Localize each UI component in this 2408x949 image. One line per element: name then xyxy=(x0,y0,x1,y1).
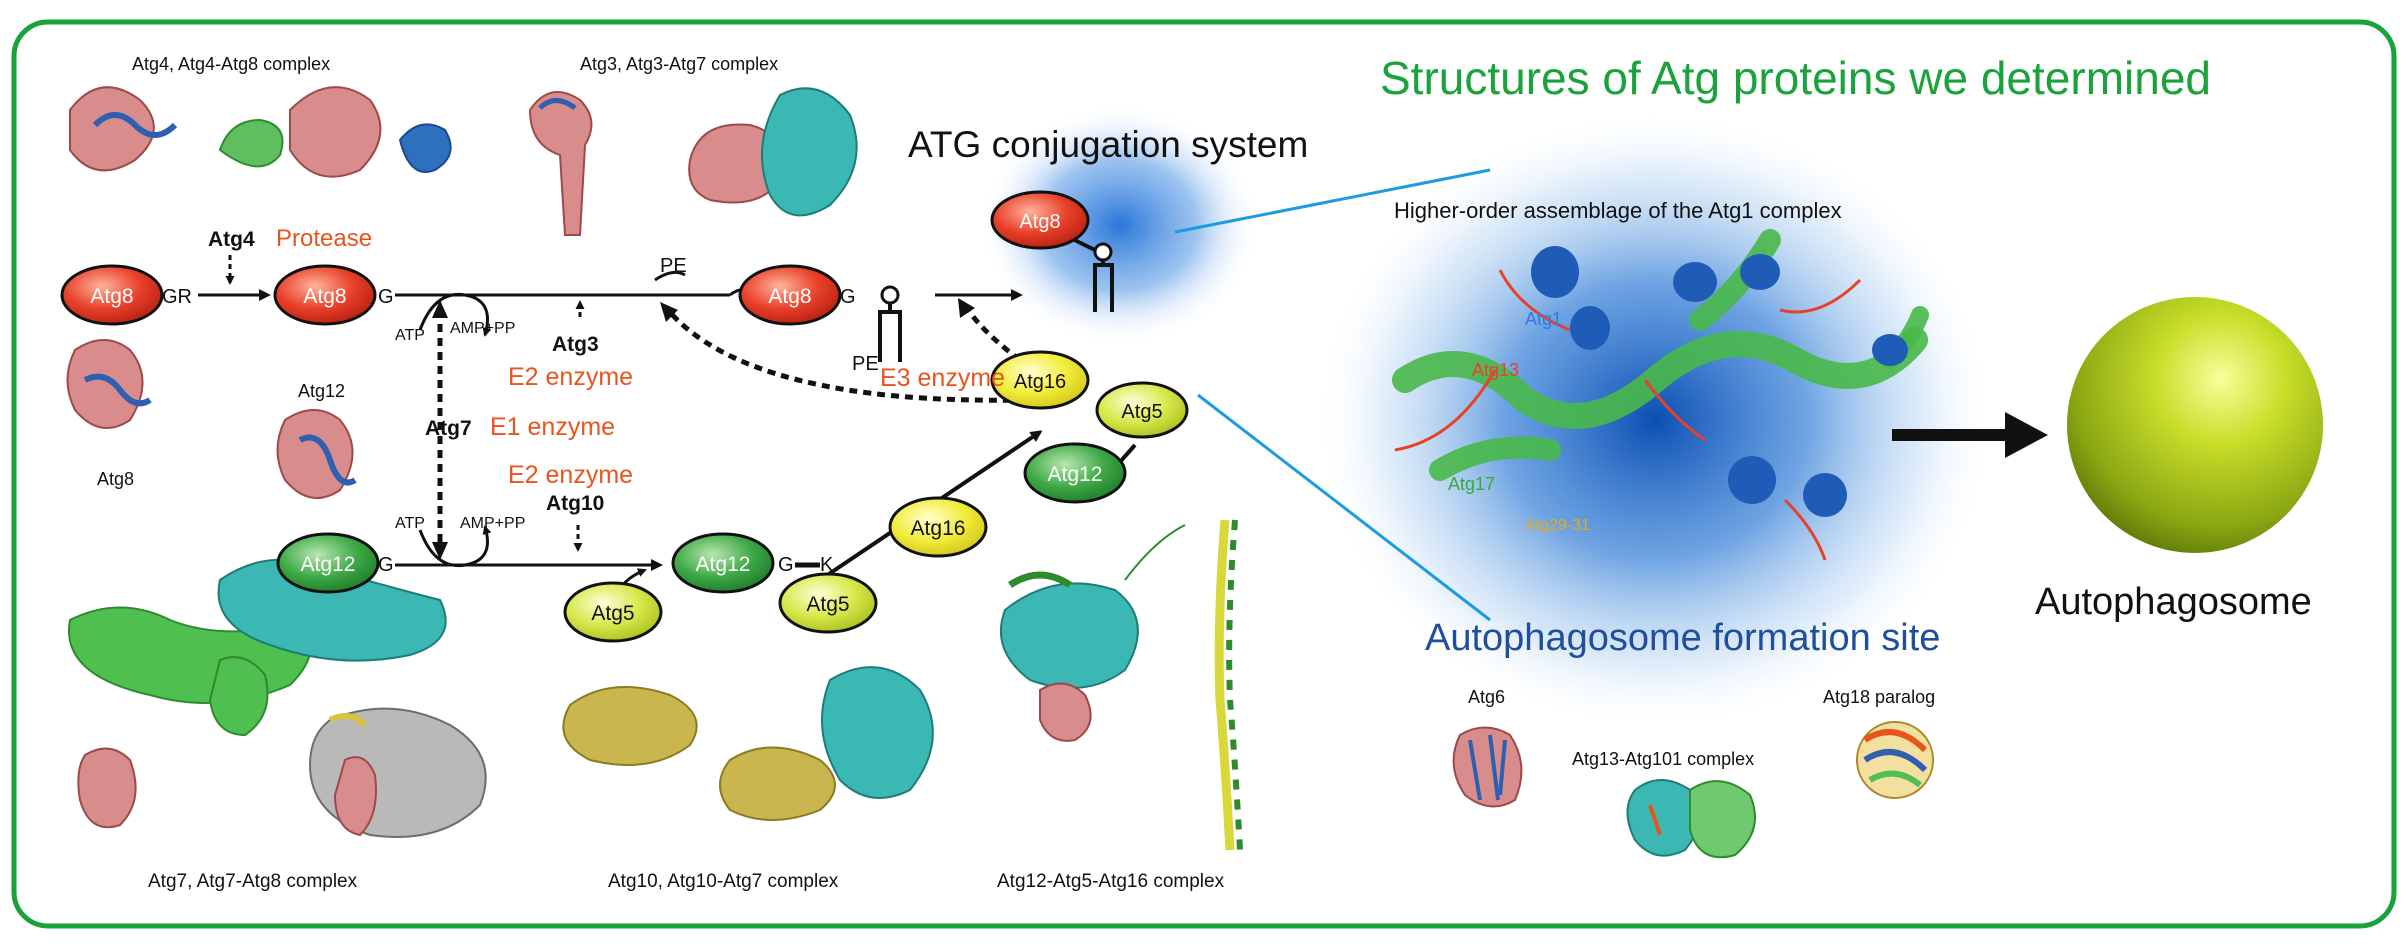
connector-line-upper xyxy=(1174,168,1491,234)
node-atg5-c: Atg5 xyxy=(1095,381,1189,439)
svg-text:Atg16: Atg16 xyxy=(911,517,966,540)
label-atg13: Atg13 xyxy=(1472,360,1519,380)
higher-order-title: Higher-order assemblage of the Atg1 comp… xyxy=(1394,198,1842,223)
structure-atg4 xyxy=(69,86,452,178)
label-amp-top: AMP+PP xyxy=(450,320,515,337)
enzyme-atg7: Atg7 xyxy=(425,417,472,440)
formation-site-label: Autophagosome formation site xyxy=(1425,617,1940,659)
node-atg5-b: Atg5 xyxy=(778,572,878,634)
atp-curl-top xyxy=(418,292,492,337)
conjugation-site-glow xyxy=(980,105,1260,345)
enzyme-protease: Protease xyxy=(276,225,372,252)
autophagosome-sphere xyxy=(2067,297,2323,553)
formation-site-glow xyxy=(1315,110,1995,730)
svg-text:Atg8: Atg8 xyxy=(1019,211,1060,233)
structure-atg6 xyxy=(1452,726,1523,808)
caption-atg4: Atg4, Atg4-Atg8 complex xyxy=(132,54,330,74)
conjugation-title: ATG conjugation system xyxy=(908,124,1308,165)
atp-curl-bottom xyxy=(418,525,492,568)
enzyme-e3: E3 enzyme xyxy=(880,364,1005,392)
svg-text:Atg12: Atg12 xyxy=(301,553,356,576)
e3-dashed-arrow-long xyxy=(666,308,1026,403)
caption-atg10: Atg10, Atg10-Atg7 complex xyxy=(608,871,839,892)
label-atg1: Atg1 xyxy=(1525,309,1562,329)
node-atg16-b: Atg16 xyxy=(990,350,1090,410)
node-atg5-a: Atg5 xyxy=(563,581,663,643)
node-atg12-c: Atg12 xyxy=(1023,442,1127,504)
node-atg8-a: Atg8 xyxy=(60,264,164,326)
caption-atg3: Atg3, Atg3-Atg7 complex xyxy=(580,54,778,74)
svg-text:Atg8: Atg8 xyxy=(768,285,811,308)
svg-text:Atg5: Atg5 xyxy=(1121,401,1162,423)
svg-text:Atg8: Atg8 xyxy=(303,285,346,308)
structure-atg18 xyxy=(1856,721,1934,799)
node-atg8-c: Atg8 xyxy=(738,264,842,326)
structure-atg7 xyxy=(68,558,487,838)
autophagosome-arrow-head xyxy=(2005,412,2048,458)
structure-atg3 xyxy=(528,87,858,236)
label-g3: G xyxy=(378,554,394,576)
caption-atg7: Atg7, Atg7-Atg8 complex xyxy=(148,871,358,892)
node-atg12-b: Atg12 xyxy=(671,532,775,594)
caption-atg18: Atg18 paralog xyxy=(1823,687,1935,707)
caption-atg13-101: Atg13-Atg101 complex xyxy=(1572,749,1754,769)
svg-text:Atg5: Atg5 xyxy=(806,593,849,616)
label-g4: G xyxy=(778,554,794,576)
label-g1: G xyxy=(378,286,394,308)
svg-text:Atg8: Atg8 xyxy=(90,285,133,308)
structure-atg13-101 xyxy=(1626,779,1756,859)
structure-atg12 xyxy=(276,409,357,499)
label-pe-bottom: PE xyxy=(852,353,879,375)
label-gr: GR xyxy=(162,286,192,308)
autophagosome-label: Autophagosome xyxy=(2035,581,2312,623)
label-atg29-31: Atg29-31 xyxy=(1525,517,1590,534)
caption-atg6: Atg6 xyxy=(1468,687,1505,707)
label-amp-bottom: AMP+PP xyxy=(460,515,525,532)
label-atp-bottom: ATP xyxy=(395,515,425,532)
svg-text:Atg12: Atg12 xyxy=(696,553,751,576)
svg-text:Atg12: Atg12 xyxy=(1048,463,1103,486)
structure-atg12-5-16 xyxy=(999,519,1243,851)
pe-anchor-left xyxy=(878,285,902,362)
node-atg8-b: Atg8 xyxy=(273,264,377,326)
main-title: Structures of Atg proteins we determined xyxy=(1380,52,2211,104)
caption-atg12-5-16: Atg12-Atg5-Atg16 complex xyxy=(997,871,1225,892)
svg-text:Atg5: Atg5 xyxy=(591,602,634,625)
structure-atg8 xyxy=(66,339,152,429)
node-atg12-a: Atg12 xyxy=(276,532,380,594)
caption-atg8: Atg8 xyxy=(97,469,134,489)
node-atg16-a: Atg16 xyxy=(888,496,988,558)
structure-atg10 xyxy=(562,666,934,821)
atg1-complex-assembly xyxy=(1392,229,1929,561)
caption-atg12: Atg12 xyxy=(298,381,345,401)
label-k: K xyxy=(820,554,834,576)
label-pe-top: PE xyxy=(660,255,687,277)
enzyme-e1: E1 enzyme xyxy=(490,413,615,441)
node-atg8-d: Atg8 xyxy=(990,190,1090,250)
svg-text:Atg16: Atg16 xyxy=(1014,371,1066,393)
enzyme-e2-a: E2 enzyme xyxy=(508,363,633,391)
enzyme-atg10: Atg10 xyxy=(546,492,604,515)
label-atg17: Atg17 xyxy=(1448,474,1495,494)
label-atp-top: ATP xyxy=(395,327,425,344)
connector-line-lower xyxy=(1197,393,1491,622)
pe-curve xyxy=(654,270,686,282)
enzyme-atg3: Atg3 xyxy=(552,333,599,356)
enzyme-atg4: Atg4 xyxy=(208,228,255,251)
enzyme-e2-b: E2 enzyme xyxy=(508,461,633,489)
site-link-atg5-atg12 xyxy=(1118,443,1137,464)
label-g2: G xyxy=(840,286,856,308)
